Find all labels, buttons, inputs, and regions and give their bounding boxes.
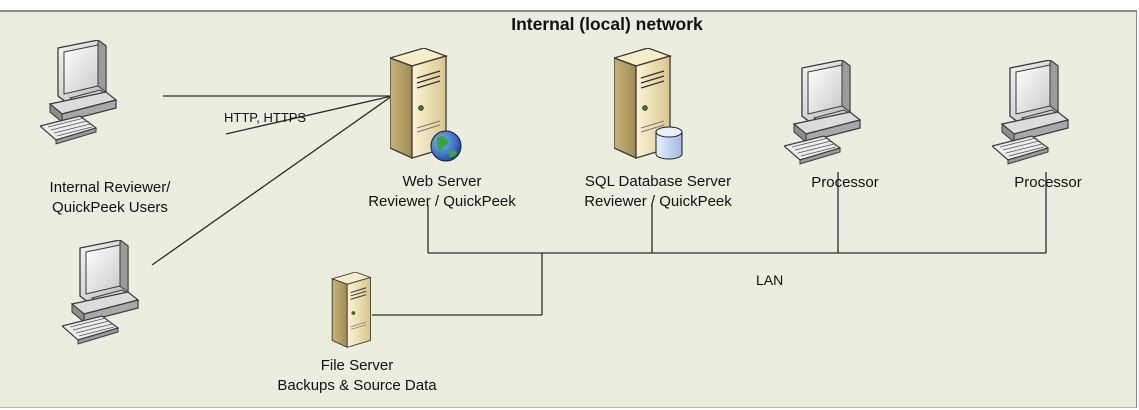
protocol-label: HTTP, HTTPS	[224, 110, 307, 125]
sql-server-label: SQL Database Server Reviewer / QuickPeek	[584, 173, 732, 210]
file-server-icon	[331, 272, 371, 348]
processor-2-label: Processor	[1014, 174, 1082, 191]
lan-label: LAN	[756, 272, 784, 288]
http-link-lower-user	[151, 95, 393, 266]
web-server-label: Web Server Reviewer / QuickPeek	[368, 173, 516, 210]
processor-1-label: Processor	[811, 174, 879, 191]
desktop-computer-icon	[992, 60, 1069, 165]
desktop-computer-icon	[784, 60, 861, 165]
globe-icon	[430, 130, 462, 162]
file-server-label: File Server Backups & Source Data	[277, 357, 437, 394]
diagram-title: Internal (local) network	[511, 14, 703, 34]
desktop-computer-icon	[62, 240, 139, 345]
database-server-icon	[614, 48, 683, 160]
http-link-user-diagonal	[225, 95, 393, 135]
database-icon	[655, 126, 683, 160]
internal-network-zone	[0, 10, 1137, 408]
web-server-icon	[390, 48, 462, 162]
desktop-computer-icon	[40, 40, 117, 145]
internal-users-label: Internal Reviewer/ QuickPeek Users	[49, 179, 171, 216]
